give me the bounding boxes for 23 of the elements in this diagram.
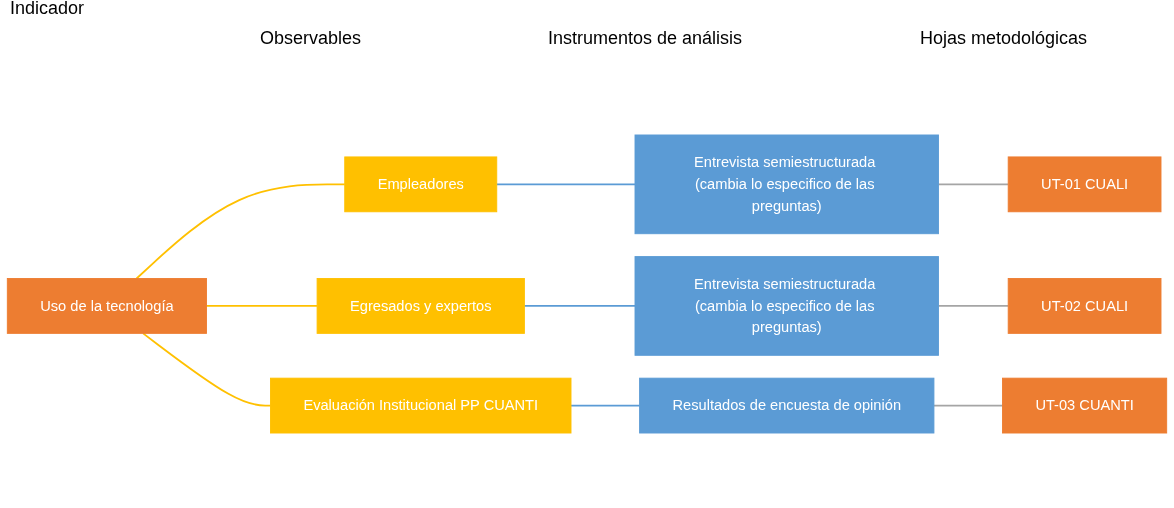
column-heading: Observables [260,28,362,49]
node-box: Entrevista semiestructurada (cambia lo especifico de las preguntas) [634,134,939,235]
connector [205,305,318,307]
connector [937,305,1010,307]
node-box: UT-02 CUALI [1007,278,1162,334]
connector [933,404,1004,407]
node-box: Egresados y expertos [316,278,525,334]
node-box: UT-01 CUALI [1007,156,1162,213]
indicator-heading: Indicador [10,0,85,19]
node-box: Resultados de encuesta de opinión [639,377,935,434]
node-box: Uso de la tecnología [6,278,207,334]
node-box: Empleadores [344,156,498,213]
node-box: Entrevista semiestructurada (cambia lo especifico de las preguntas) [634,256,939,356]
connector [495,183,636,186]
connector [142,332,272,407]
column-heading: Instrumentos de análisis [548,28,743,49]
node-box: UT-03 CUANTI [1002,377,1168,434]
connector [570,404,641,407]
node-box: Evaluación Institucional PP CUANTI [270,377,572,434]
connector [523,305,636,307]
connector [135,183,346,280]
connector [937,183,1010,186]
column-heading: Hojas metodológicas [920,28,1088,49]
